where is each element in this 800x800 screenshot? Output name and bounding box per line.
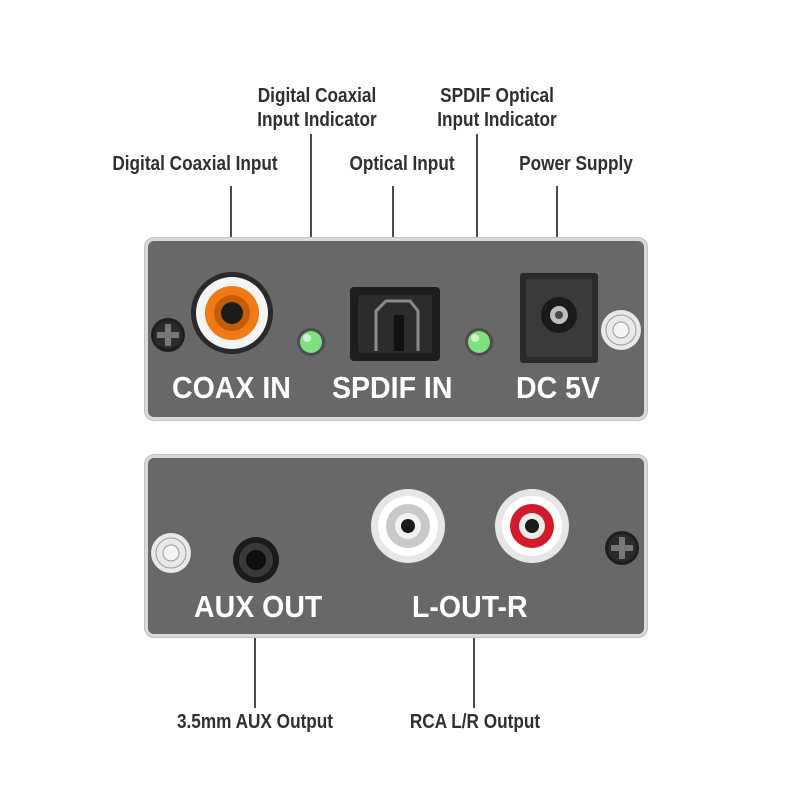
coax-input-leader [230, 186, 232, 268]
aux-output-callout: 3.5mm AUX Output [176, 711, 334, 733]
coax-jack-icon [191, 272, 273, 354]
spdif-indicator-led-icon [465, 328, 493, 356]
rca-output-leader [473, 632, 475, 708]
coax-indicator-led-icon [297, 328, 325, 356]
spdif-in-label: SPDIF IN [332, 370, 453, 405]
l-out-r-label: L-OUT-R [412, 589, 528, 624]
power-supply-callout: Power Supply [519, 153, 633, 175]
input-panel: COAX IN SPDIF IN DC 5V [148, 241, 644, 417]
screw-icon [151, 318, 185, 352]
output-panel: AUX OUT L-OUT-R [148, 458, 644, 634]
date-sticker-icon [151, 533, 191, 573]
optical-input-leader [392, 186, 394, 272]
spdif-indicator-callout: SPDIF Optical Input Indicator [437, 85, 557, 131]
optical-port-icon [350, 287, 440, 361]
coax-indicator-leader [310, 134, 312, 314]
coax-in-label: COAX IN [172, 370, 291, 405]
date-sticker-icon [601, 310, 641, 350]
dc-jack-icon [520, 273, 598, 363]
coax-input-callout: Digital Coaxial Input [112, 153, 278, 175]
screw-icon [605, 531, 639, 565]
power-supply-leader [556, 186, 558, 272]
aux-output-leader [254, 632, 256, 708]
aux-jack-icon [233, 537, 279, 583]
spdif-indicator-leader [476, 134, 478, 314]
aux-out-label: AUX OUT [194, 589, 323, 624]
rca-left-jack-icon [371, 489, 445, 563]
rca-output-callout: RCA L/R Output [409, 711, 541, 733]
optical-input-callout: Optical Input [349, 153, 455, 175]
rca-right-jack-icon [495, 489, 569, 563]
dc-5v-label: DC 5V [516, 370, 601, 405]
coax-indicator-callout: Digital Coaxial Input Indicator [257, 85, 377, 131]
